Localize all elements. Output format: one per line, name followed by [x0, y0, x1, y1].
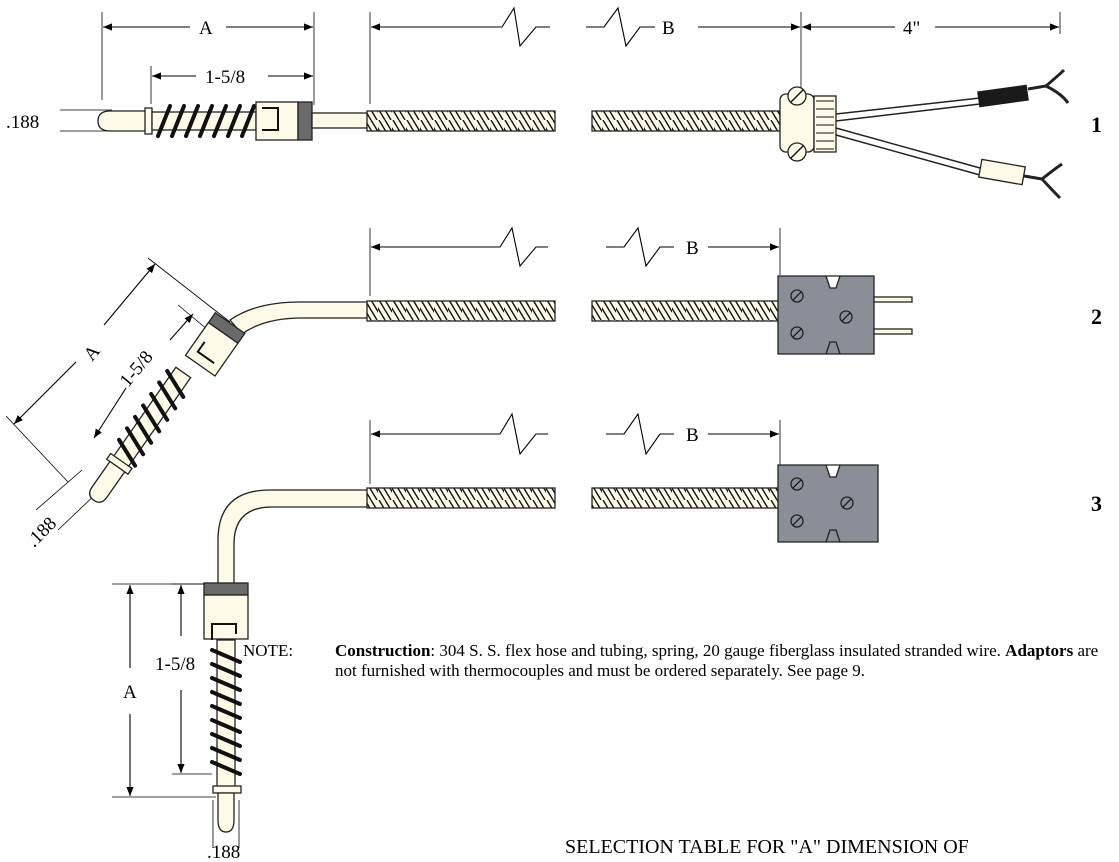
dim-label-spring-3: 1-5/8 — [155, 654, 195, 675]
dim-label-a-1: A — [199, 18, 213, 39]
dim-label-b-3: B — [686, 425, 699, 446]
note-construction-text: : 304 S. S. flex hose and tubing, spring… — [430, 641, 1006, 660]
item-number-1: 1 — [1091, 112, 1102, 137]
dim-label-spring-1: 1-5/8 — [205, 67, 245, 88]
dim-label-b-2: B — [686, 238, 699, 259]
note-tag: NOTE: — [243, 641, 294, 660]
dim-label-tip-3: .188 — [207, 842, 240, 862]
probe-2-45-degree — [5, 226, 913, 531]
dim-label-tip-2: .188 — [23, 513, 61, 551]
dim-label-a-3: A — [123, 682, 137, 703]
selection-table-title: SELECTION TABLE FOR "A" DIMENSION OF — [565, 836, 969, 858]
dim-label-spring-2: 1-5/8 — [116, 347, 158, 391]
dim-label-lead: 4" — [903, 18, 920, 39]
item-number-2: 2 — [1091, 304, 1102, 329]
probe-1-straight — [60, 6, 1070, 200]
probe-3-90-degree — [112, 412, 879, 848]
construction-note: NOTE: Construction: 304 S. S. flex hose … — [243, 641, 1113, 681]
item-number-3: 3 — [1091, 491, 1102, 516]
note-adaptors-text: are not furnished with thermocouples and… — [335, 641, 1099, 680]
note-body: Construction: 304 S. S. flex hose and tu… — [335, 641, 1113, 681]
dim-label-tip-1: .188 — [6, 112, 39, 133]
note-construction-label: Construction — [335, 641, 431, 660]
note-adaptors-label: Adaptors — [1005, 641, 1074, 660]
dim-label-a-2: A — [80, 341, 105, 365]
dim-label-b-1: B — [662, 18, 675, 39]
